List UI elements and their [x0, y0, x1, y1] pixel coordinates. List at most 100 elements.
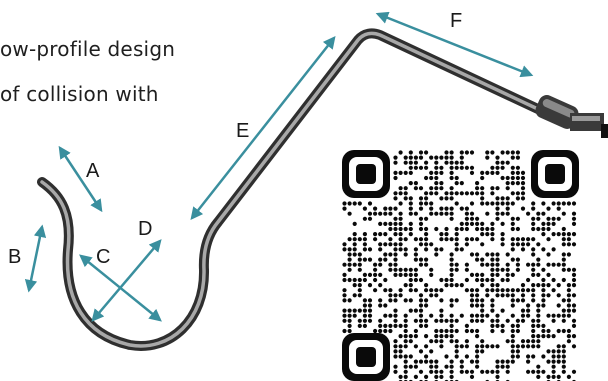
label-d: D [138, 218, 152, 240]
qr-module [347, 277, 352, 283]
dimension-arrow-d [91, 239, 162, 322]
qr-module [449, 339, 454, 344]
qr-module [403, 191, 408, 196]
qr-module [342, 328, 347, 334]
qr-module [398, 344, 403, 349]
qr-module [464, 206, 469, 211]
qr-module [546, 237, 551, 242]
qr-module [449, 303, 454, 308]
qr-module [373, 262, 378, 267]
qr-module [418, 303, 424, 308]
qr-module [342, 262, 347, 267]
qr-module [373, 272, 378, 277]
qr-module [373, 206, 378, 211]
qr-module [510, 359, 515, 364]
qr-module [439, 247, 444, 252]
qr-module [469, 216, 475, 221]
qr-module [520, 237, 526, 242]
qr-module [424, 283, 429, 288]
qr-module [505, 272, 510, 277]
qr-module [434, 181, 439, 186]
qr-module [469, 359, 475, 364]
qr-module [418, 257, 424, 262]
qr-module [526, 354, 531, 359]
qr-module [393, 293, 398, 298]
qr-module [546, 252, 551, 257]
qr-module [342, 206, 347, 211]
qr-module [515, 165, 521, 170]
qr-module [418, 196, 424, 201]
qr-module [469, 165, 475, 170]
qr-module [408, 298, 413, 303]
qr-module [424, 191, 429, 196]
qr-module [418, 313, 424, 318]
qr-module [373, 267, 378, 272]
qr-module [526, 237, 531, 242]
qr-module [347, 211, 352, 216]
qr-module [546, 216, 551, 221]
qr-module [424, 232, 429, 237]
qr-module [393, 298, 398, 303]
qr-module [536, 242, 541, 247]
qr-module [342, 313, 347, 318]
qr-module [362, 318, 367, 323]
qr-module [383, 242, 388, 247]
qr-module [424, 201, 429, 206]
qr-module [531, 221, 536, 226]
qr-module [551, 349, 556, 354]
qr-module [510, 298, 515, 303]
qr-module [352, 237, 357, 242]
qr-module [449, 170, 454, 175]
qr-module [449, 237, 454, 242]
qr-module [357, 288, 362, 293]
qr-module [500, 232, 505, 237]
qr-module [449, 318, 454, 323]
qr-module [520, 186, 526, 191]
qr-module [413, 308, 418, 313]
qr-module [464, 226, 469, 232]
qr-module [551, 201, 556, 206]
qr-module [408, 272, 413, 277]
qr-module [464, 150, 469, 155]
qr-module [480, 232, 485, 237]
qr-module [500, 196, 505, 201]
qr-module [556, 303, 561, 308]
qr-module [520, 196, 526, 201]
qr-module [520, 288, 526, 293]
qr-module [480, 344, 485, 349]
qr-module [541, 201, 546, 206]
qr-module [403, 252, 408, 257]
qr-module [505, 206, 510, 211]
qr-module [531, 267, 536, 272]
qr-module [444, 237, 449, 242]
qr-module [362, 272, 367, 277]
qr-module [403, 237, 408, 242]
qr-module [439, 186, 444, 191]
qr-module [378, 328, 383, 334]
qr-module [469, 211, 475, 216]
qr-module [495, 186, 500, 191]
qr-module [393, 339, 398, 344]
qr-module [388, 313, 393, 318]
qr-module [546, 313, 551, 318]
qr-module [546, 334, 551, 339]
qr-module [429, 288, 434, 293]
qr-module [449, 252, 454, 257]
qr-module [520, 247, 526, 252]
qr-module [444, 150, 449, 155]
qr-module [551, 313, 556, 318]
qr-module [541, 323, 546, 328]
qr-module [526, 277, 531, 283]
qr-module [531, 283, 536, 288]
qr-module [520, 339, 526, 344]
qr-module [459, 155, 464, 160]
qr-module [510, 191, 515, 196]
qr-module [373, 277, 378, 283]
qr-module [459, 226, 464, 232]
qr-module [469, 298, 475, 303]
qr-module [398, 323, 403, 328]
qr-module [571, 283, 577, 288]
qr-module [485, 150, 490, 155]
qr-module [378, 262, 383, 267]
qr-module [500, 359, 505, 364]
